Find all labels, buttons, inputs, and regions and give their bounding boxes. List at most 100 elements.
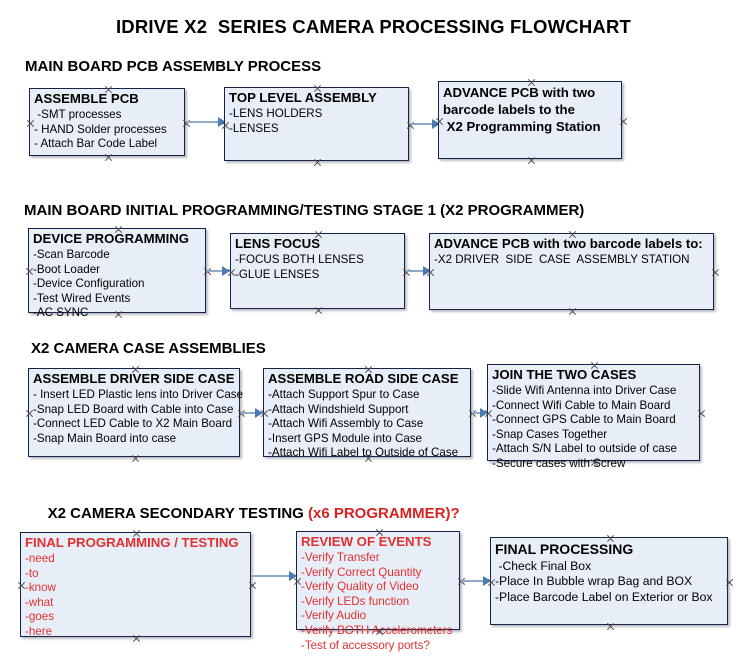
connector-arrowhead-icon — [222, 266, 230, 276]
box-header: ADVANCE PCB with two barcode labels to: — [434, 236, 703, 251]
resize-handle-right[interactable] — [725, 578, 734, 587]
box-line: - Insert LED Plastic lens into Driver Ca… — [33, 388, 244, 401]
box-assemble-pcb[interactable]: ASSEMBLE PCB -SMT processes - HAND Solde… — [29, 88, 185, 156]
box-line: -LENSES — [229, 121, 279, 135]
box-line: -Boot Loader — [33, 262, 101, 276]
connector-arrowhead-icon — [423, 266, 431, 276]
box-line: -Verify Quality of Video — [301, 580, 419, 594]
box-header: DEVICE PROGRAMMING — [33, 231, 190, 246]
box-line: -Attach Windshield Support — [268, 402, 409, 416]
connector-arrow-line — [186, 121, 224, 123]
box-line: -Attach Wifi Assembly to Case — [268, 417, 424, 431]
box-line: -to — [25, 566, 39, 580]
box-line: -Scan Barcode — [33, 248, 110, 261]
box-line: -what — [25, 595, 54, 609]
box-lens-focus[interactable]: LENS FOCUS -FOCUS BOTH LENSES -GLUE LENS… — [230, 233, 405, 309]
box-line: -Attach S/N Label to outside of case — [492, 442, 677, 456]
box-line: -Connect GPS Cable to Main Board — [492, 413, 676, 427]
box-line: -Attach Wifi Label to Outside of Case — [268, 446, 459, 460]
page-title: IDRIVE X2 SERIES CAMERA PROCESSING FLOWC… — [115, 16, 632, 37]
resize-handle-right[interactable] — [402, 268, 411, 277]
box-header: ASSEMBLE DRIVER SIDE CASE — [33, 371, 235, 386]
resize-handle-right[interactable] — [697, 409, 706, 418]
connector-arrowhead-icon — [432, 119, 440, 129]
box-line: -Snap Main Board into case — [33, 431, 177, 445]
box-final-programming-testing[interactable]: FINAL PROGRAMMING / TESTING -need -to -k… — [20, 532, 251, 638]
section-heading-red-note: (x6 PROGRAMMER)? — [307, 505, 460, 522]
connector-arrow-line — [406, 270, 430, 272]
box-line: -FOCUS BOTH LENSES — [235, 253, 364, 266]
resize-handle-right[interactable] — [619, 117, 628, 126]
section-heading-x2-camera-secondary-testing: X2 CAMERA SECONDARY TESTING (x6 PROGRAMM… — [31, 488, 460, 539]
connector-arrowhead-icon — [483, 576, 491, 586]
box-line: -Verify BOTH Accelerometers — [301, 623, 453, 637]
box-overflow-line: -Test of accessory ports? — [301, 638, 430, 652]
box-assemble-driver-side-case[interactable]: ASSEMBLE DRIVER SIDE CASE - Insert LED P… — [28, 368, 244, 457]
connector-arrow-line — [252, 575, 296, 577]
box-line: -Slide Wifi Antenna into Driver Case — [492, 384, 677, 397]
resize-handle-right[interactable] — [406, 121, 415, 130]
resize-handle-bottom[interactable] — [606, 622, 615, 631]
resize-handle-right[interactable] — [182, 119, 191, 128]
box-line: -Verify Correct Quantity — [301, 565, 422, 579]
box-header: ASSEMBLE PCB — [34, 91, 139, 106]
section-heading-x2-camera-case-assemblies: X2 CAMERA CASE ASSEMBLIES — [31, 340, 266, 357]
box-header-line3: X2 Programming Station — [443, 118, 601, 134]
box-header: FINAL PROCESSING — [495, 541, 634, 557]
box-line: -goes — [25, 610, 55, 624]
box-line: -Secure cases with Screw — [492, 456, 626, 470]
resize-handle-right[interactable] — [711, 268, 720, 277]
resize-handle-bottom[interactable] — [131, 454, 140, 463]
box-header: LENS FOCUS — [235, 236, 320, 251]
box-line: -here — [25, 624, 53, 638]
box-line: -Attach Support Spur to Case — [268, 388, 420, 401]
box-line: -need — [25, 552, 55, 565]
box-line: -Snap LED Board with Cable into Case — [33, 402, 234, 416]
box-line: -Verify Transfer — [301, 551, 380, 564]
connector-arrow-line — [207, 270, 229, 272]
box-line: -Place Barcode Label on Exterior or Box — [495, 589, 713, 604]
connector-arrow-line — [410, 123, 438, 125]
box-line: - Attach Bar Code Label — [34, 137, 158, 151]
resize-handle-bottom[interactable] — [527, 156, 536, 165]
connector-arrowhead-icon — [480, 408, 488, 418]
box-header: REVIEW OF EVENTS — [301, 534, 432, 549]
box-line: -Verify LEDs function — [301, 594, 410, 608]
box-top-level-assembly[interactable]: TOP LEVEL ASSEMBLY -LENS HOLDERS -LENSES — [224, 87, 409, 161]
box-advance-pcb-to-driver-side-case-station[interactable]: ADVANCE PCB with two barcode labels to: … — [429, 233, 714, 310]
box-review-of-events[interactable]: REVIEW OF EVENTS -Verify Transfer -Verif… — [296, 531, 460, 652]
box-header: TOP LEVEL ASSEMBLY — [229, 90, 377, 105]
connector-arrow-line — [461, 580, 490, 582]
box-final-processing[interactable]: FINAL PROCESSING -Check Final Box -Place… — [490, 537, 728, 625]
resize-handle-bottom[interactable] — [314, 306, 323, 315]
section-heading-main-board-initial-programming: MAIN BOARD INITIAL PROGRAMMING/TESTING S… — [24, 202, 585, 219]
resize-handle-right[interactable] — [248, 581, 257, 590]
box-line: -Test Wired Events — [33, 291, 131, 305]
box-header-line2: barcode labels to the — [443, 101, 575, 117]
connector-arrow-line — [241, 412, 263, 414]
box-device-programming[interactable]: DEVICE PROGRAMMING -Scan Barcode -Boot L… — [28, 228, 206, 319]
box-line: -Snap Cases Together — [492, 427, 608, 441]
box-header: ADVANCE PCB with two — [443, 85, 596, 100]
box-header: JOIN THE TWO CASES — [492, 367, 637, 382]
section-heading-main-board-pcb-assembly: MAIN BOARD PCB ASSEMBLY PROCESS — [25, 58, 322, 75]
resize-handle-bottom[interactable] — [568, 307, 577, 316]
box-line: - HAND Solder processes — [34, 122, 167, 136]
box-line: -LENS HOLDERS — [229, 107, 323, 120]
box-assemble-road-side-case[interactable]: ASSEMBLE ROAD SIDE CASE -Attach Support … — [263, 368, 471, 459]
section-heading-text: X2 CAMERA SECONDARY TESTING — [47, 505, 308, 522]
box-line: -know — [25, 581, 56, 595]
connector-arrowhead-icon — [255, 408, 263, 418]
box-header: FINAL PROGRAMMING / TESTING — [25, 535, 239, 550]
box-line: -Connect LED Cable to X2 Main Board — [33, 417, 233, 431]
box-line: -Place In Bubble wrap Bag and BOX — [495, 574, 693, 589]
resize-handle-bottom[interactable] — [104, 153, 113, 162]
connector-arrowhead-icon — [218, 117, 226, 127]
box-advance-pcb-to-x2-programming-station[interactable]: ADVANCE PCB with two barcode labels to t… — [438, 81, 622, 159]
box-line: -GLUE LENSES — [235, 267, 320, 281]
box-line: -Device Configuration — [33, 277, 145, 291]
box-line: -X2 DRIVER SIDE CASE ASSEMBLY STATION — [434, 253, 690, 266]
box-join-the-two-cases[interactable]: JOIN THE TWO CASES -Slide Wifi Antenna i… — [487, 364, 700, 470]
resize-handle-bottom[interactable] — [313, 158, 322, 167]
